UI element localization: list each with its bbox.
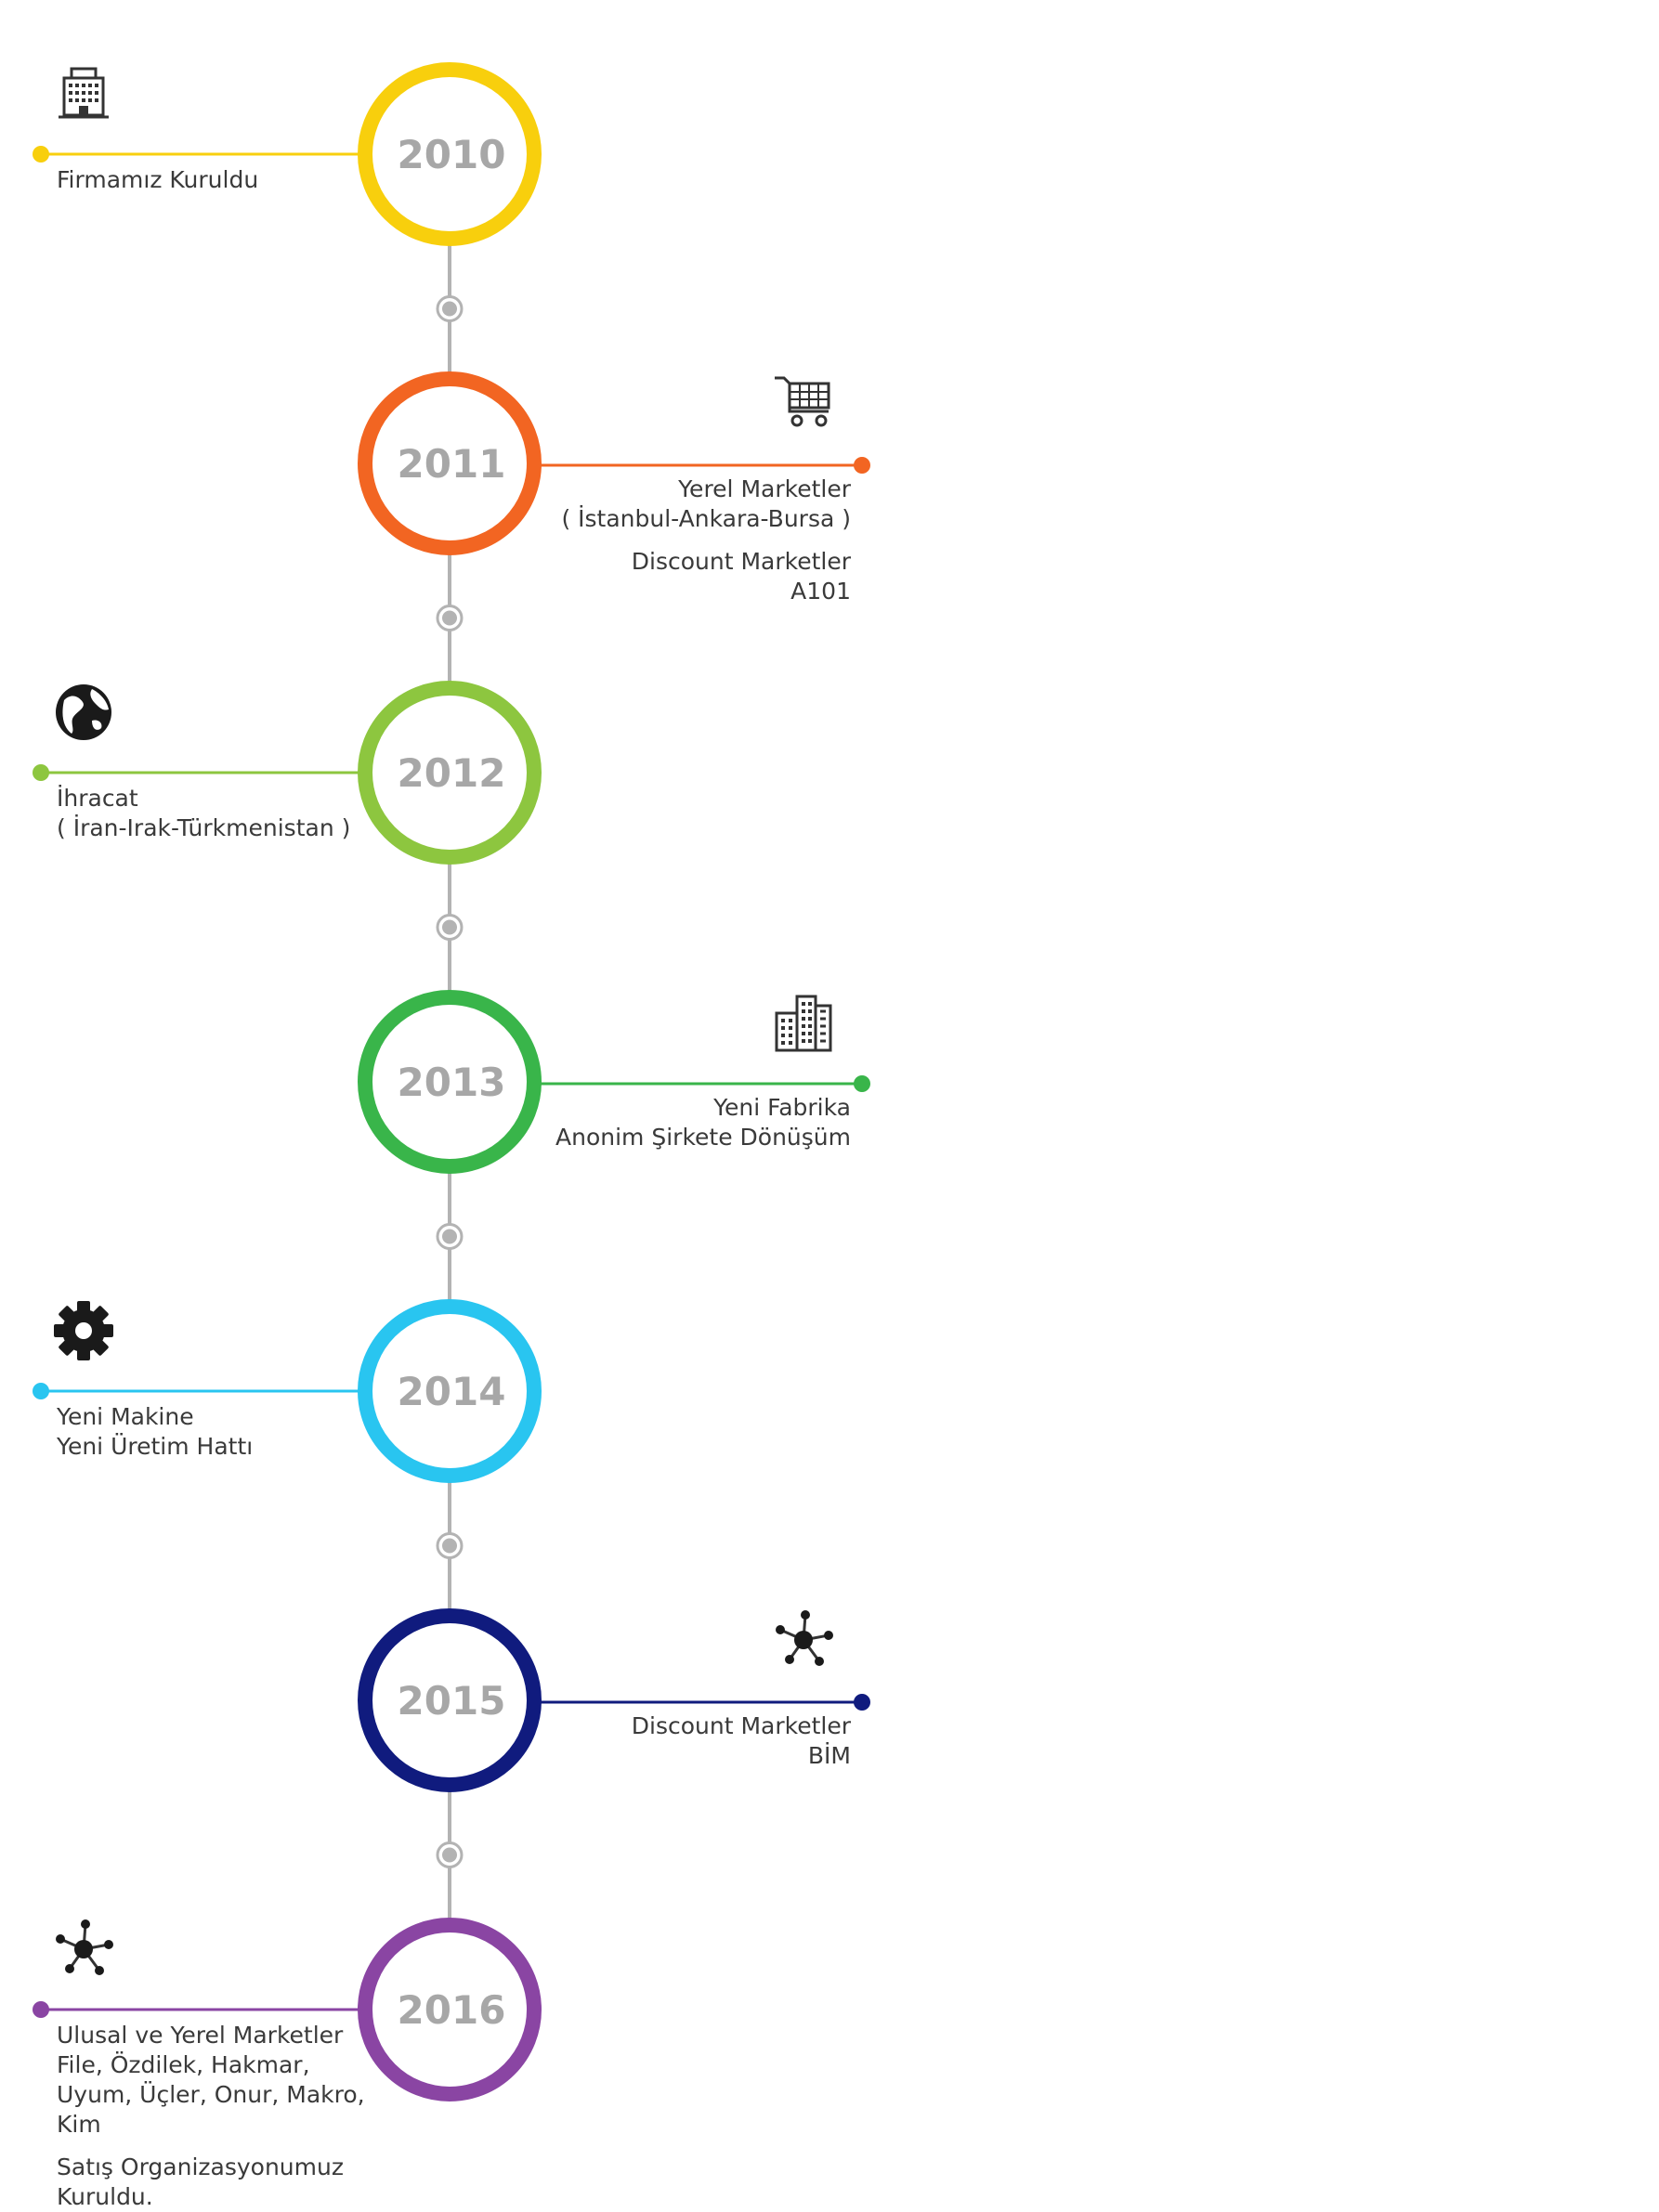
branch-dot-2015 bbox=[854, 1694, 870, 1711]
year-ring-2012 bbox=[358, 681, 542, 865]
milestone-line: Discount Marketler bbox=[631, 1712, 851, 1739]
milestone-text-2010: Firmamız Kuruldu bbox=[57, 165, 258, 195]
year-ring-2013 bbox=[358, 990, 542, 1174]
milestone-line: Firmamız Kuruldu bbox=[57, 166, 259, 193]
milestone-line: BİM bbox=[807, 1742, 851, 1769]
milestone-line: ( İstanbul-Ankara-Bursa ) bbox=[561, 505, 851, 532]
network-icon bbox=[771, 1607, 836, 1672]
milestone-line: Yeni Makine bbox=[57, 1403, 194, 1430]
connector-node-dot bbox=[442, 1538, 457, 1554]
milestone-line: Kim bbox=[57, 2111, 101, 2138]
year-label-2011: 2011 bbox=[398, 441, 506, 487]
connector-node-dot bbox=[442, 301, 457, 317]
network-icon bbox=[51, 1917, 116, 1982]
branch-dot-2012 bbox=[33, 764, 49, 781]
connector-node-dot bbox=[442, 610, 457, 626]
year-ring-2015 bbox=[358, 1608, 542, 1792]
milestone-line: File, Özdilek, Hakmar, bbox=[57, 2051, 310, 2078]
gear-icon bbox=[51, 1298, 116, 1363]
milestone-text-2012: İhracat( İran-Irak-Türkmenistan ) bbox=[57, 784, 350, 843]
year-label-2012: 2012 bbox=[398, 750, 506, 796]
connector-node-dot bbox=[442, 1847, 457, 1863]
milestone-line: A101 bbox=[790, 578, 851, 605]
year-label-2013: 2013 bbox=[398, 1060, 506, 1105]
milestone-line: Satış Organizasyonumuz bbox=[57, 2153, 344, 2180]
globe-icon bbox=[51, 680, 116, 745]
milestone-text-2011: Yerel Marketler ( İstanbul-Ankara-Bursa )… bbox=[561, 475, 851, 606]
milestone-line: Ulusal ve Yerel Marketler bbox=[57, 2022, 344, 2049]
milestone-line: İhracat bbox=[57, 785, 138, 812]
milestone-line: Yerel Marketler bbox=[678, 475, 851, 502]
milestone-line: Kuruldu. bbox=[57, 2183, 153, 2210]
milestone-line: Yeni Üretim Hattı bbox=[57, 1433, 254, 1460]
office-building-icon bbox=[51, 61, 116, 126]
branch-dot-2013 bbox=[854, 1075, 870, 1092]
milestone-line: Yeni Fabrika bbox=[713, 1094, 851, 1121]
connector-node-dot bbox=[442, 919, 457, 935]
branch-dot-2014 bbox=[33, 1383, 49, 1399]
branch-dot-2011 bbox=[854, 457, 870, 474]
year-ring-2016 bbox=[358, 1918, 542, 2101]
milestone-line: Uyum, Üçler, Onur, Makro, bbox=[57, 2081, 365, 2108]
milestone-line: ( İran-Irak-Türkmenistan ) bbox=[57, 814, 351, 841]
year-label-2015: 2015 bbox=[398, 1678, 506, 1724]
year-ring-2010 bbox=[358, 62, 542, 246]
factory-buildings-icon bbox=[771, 989, 836, 1054]
shopping-cart-icon bbox=[771, 371, 836, 436]
branch-dot-2010 bbox=[33, 146, 49, 163]
branch-dot-2016 bbox=[33, 2001, 49, 2018]
milestone-line: Discount Marketler bbox=[631, 548, 851, 575]
connector-node-dot bbox=[442, 1229, 457, 1244]
year-ring-2014 bbox=[358, 1299, 542, 1483]
year-ring-2011 bbox=[358, 371, 542, 555]
year-label-2016: 2016 bbox=[398, 1987, 506, 2033]
year-label-2010: 2010 bbox=[398, 132, 506, 177]
year-label-2014: 2014 bbox=[398, 1369, 506, 1414]
milestone-line: Anonim Şirkete Dönüşüm bbox=[555, 1124, 851, 1151]
